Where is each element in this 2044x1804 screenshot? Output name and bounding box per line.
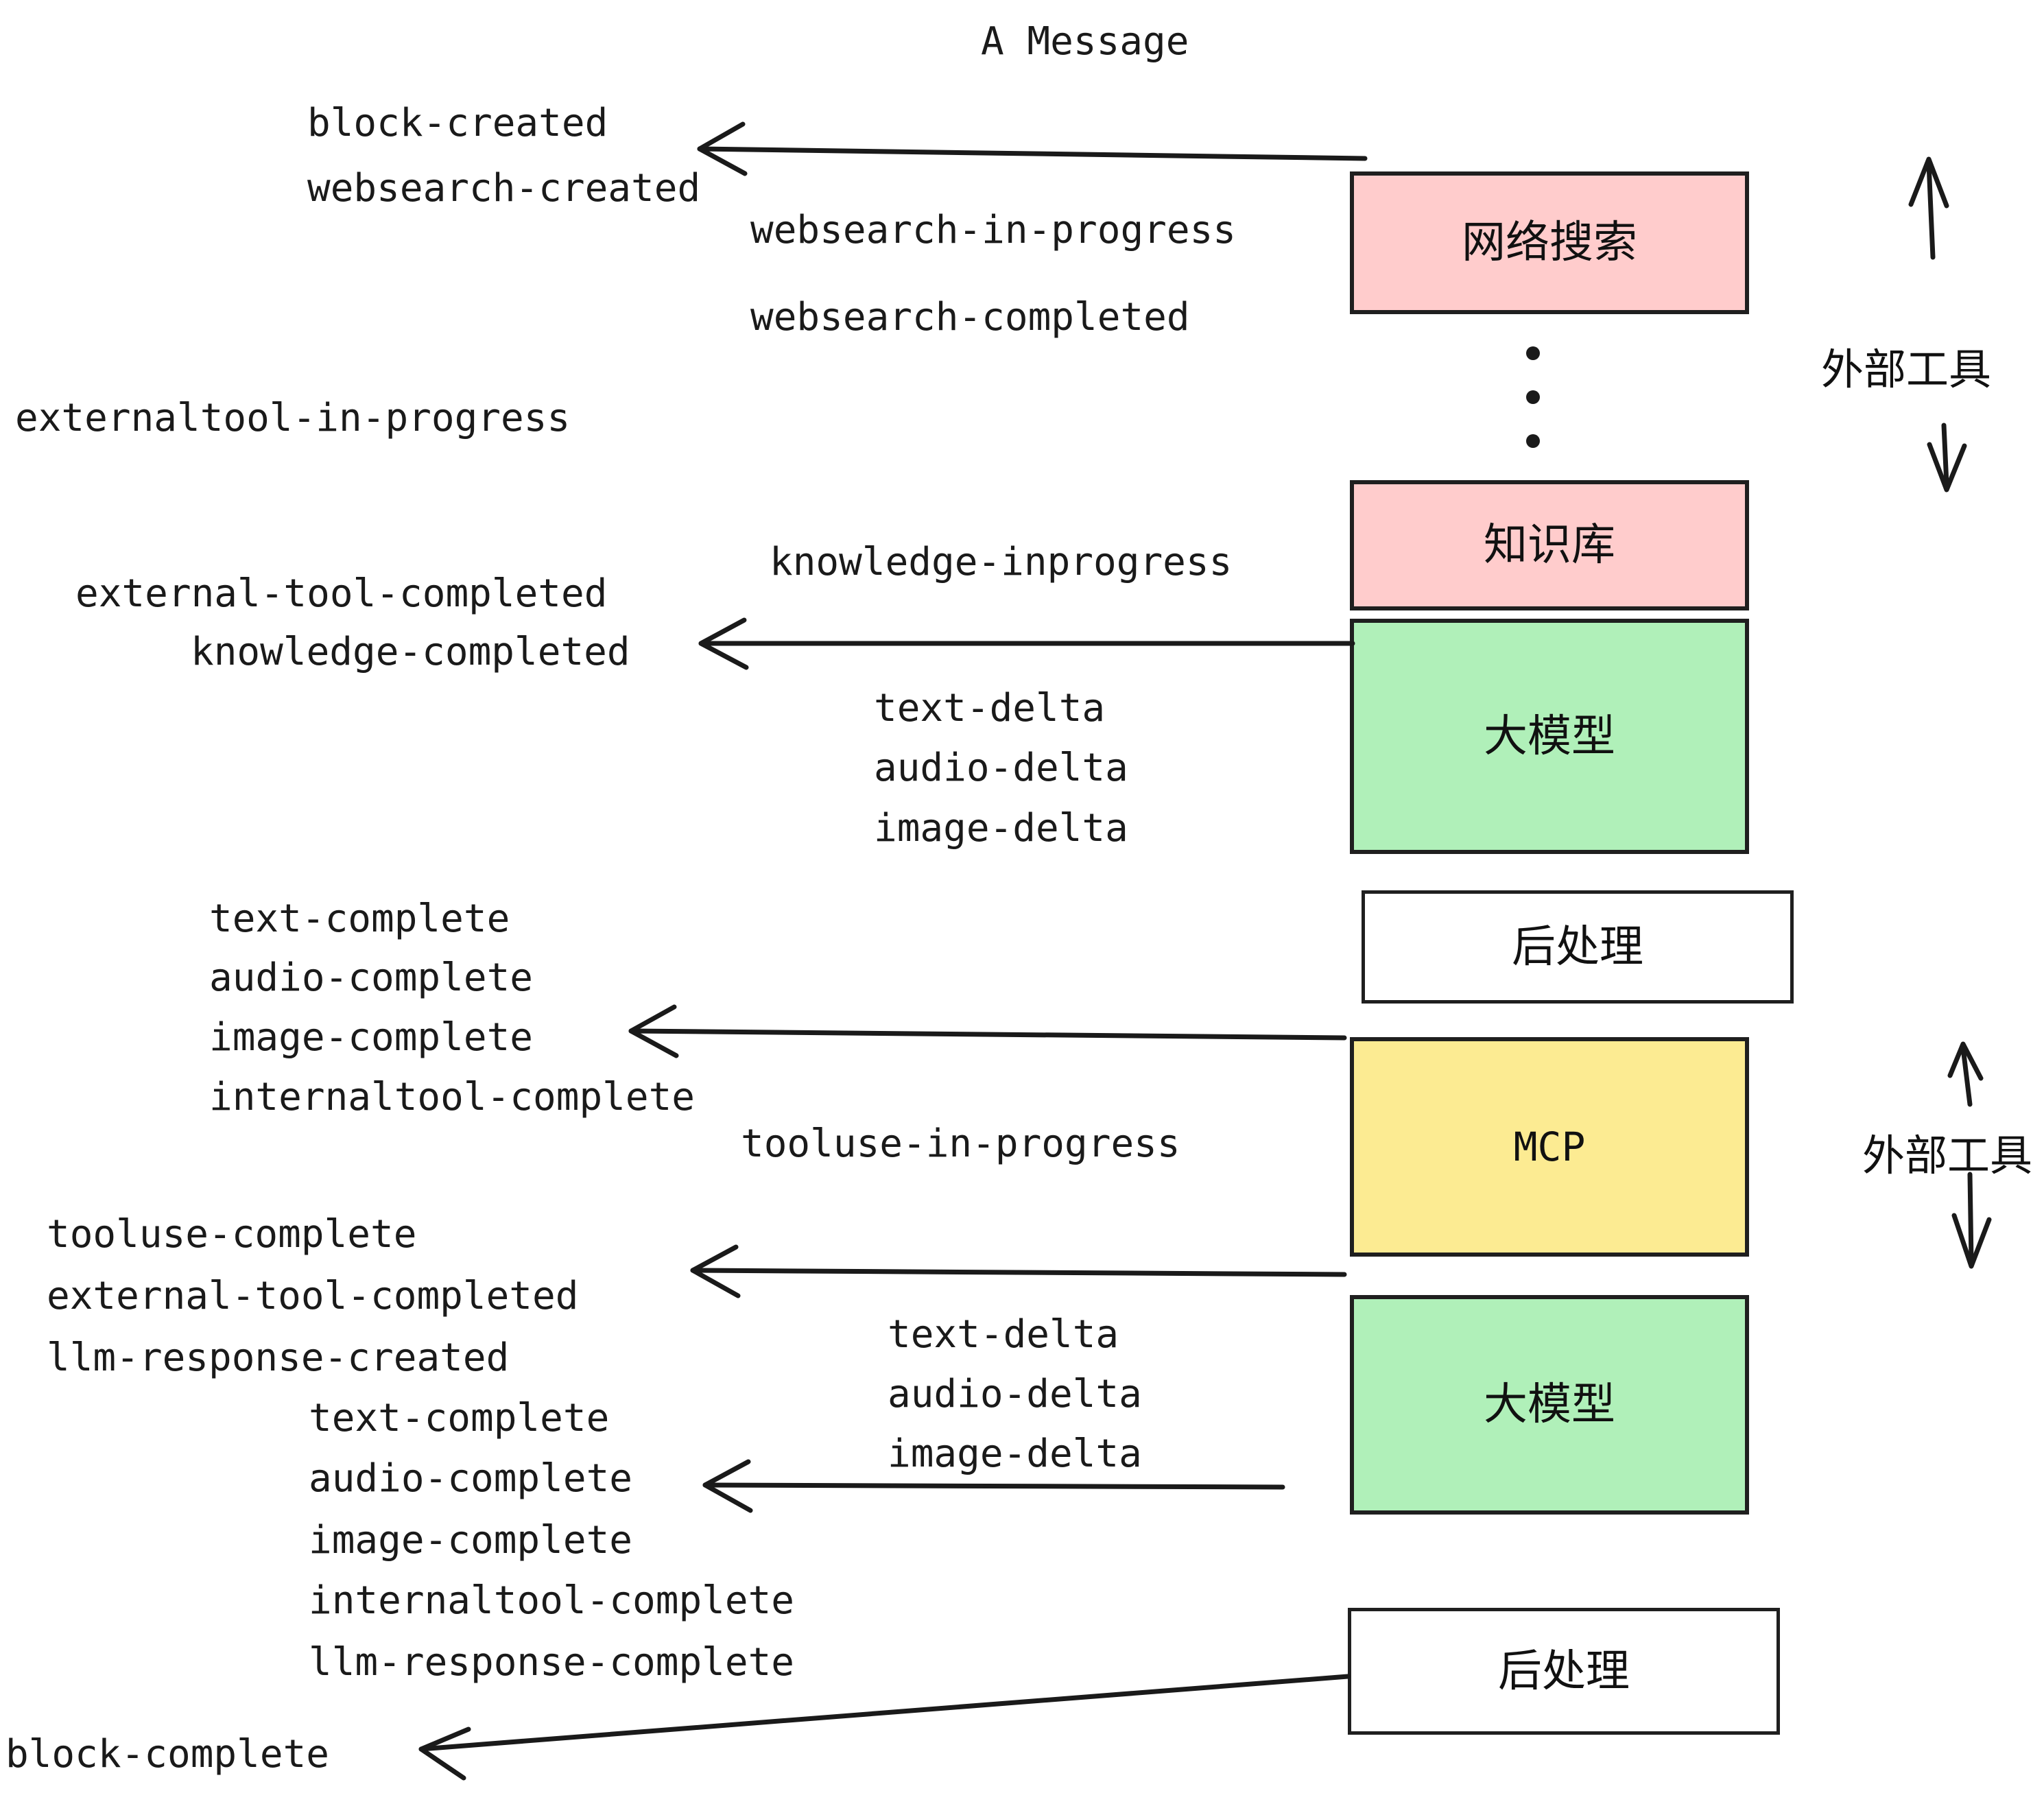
event-label-audio-delta-2: audio-delta [888, 1372, 1142, 1416]
event-label-websearch-created: websearch-created [307, 166, 701, 211]
event-label-websearch-completed: websearch-completed [750, 295, 1190, 340]
node-mcp-label: MCP [1513, 1124, 1586, 1170]
group-label-external-tools-bottom: 外部工具 [1862, 1130, 2033, 1180]
node-postprocess-2[interactable]: 后处理 [1348, 1608, 1780, 1735]
node-llm-2[interactable]: 大模型 [1350, 1295, 1749, 1515]
event-label-image-complete-1: image-complete [209, 1015, 534, 1060]
event-label-internaltool-complete-1: internaltool-complete [209, 1075, 696, 1119]
node-postprocess-2-label: 后处理 [1498, 1646, 1630, 1697]
arrow-postprocess1-to-image-complete [628, 1004, 1347, 1058]
node-websearch-label: 网络搜索 [1462, 217, 1637, 268]
node-knowledgebase-label: 知识库 [1484, 520, 1615, 571]
node-knowledgebase[interactable]: 知识库 [1350, 480, 1749, 610]
event-label-websearch-in-progress: websearch-in-progress [750, 208, 1237, 252]
event-label-block-complete: block-complete [5, 1732, 330, 1777]
event-label-block-created: block-created [307, 101, 608, 145]
event-label-text-complete-1: text-complete [209, 897, 510, 941]
vertical-ellipsis-icon [1525, 346, 1541, 448]
event-label-tooluse-in-progress: tooluse-in-progress [741, 1121, 1180, 1166]
event-label-tooluse-complete: tooluse-complete [47, 1212, 417, 1257]
node-postprocess-1[interactable]: 后处理 [1362, 890, 1794, 1004]
arrow-postprocess2-to-block-complete [418, 1674, 1351, 1781]
event-label-llm-response-created: llm-response-created [47, 1336, 510, 1380]
event-label-audio-complete-1: audio-complete [209, 956, 534, 1000]
arrow-websearch-to-created [697, 121, 1368, 176]
event-label-llm-response-complete: llm-response-complete [309, 1640, 795, 1685]
node-postprocess-1-label: 后处理 [1512, 921, 1643, 973]
node-llm-2-label: 大模型 [1484, 1379, 1615, 1430]
arrow-external-tools-top-down [1927, 423, 1967, 492]
event-label-text-delta-1: text-delta [874, 686, 1106, 731]
node-llm-1-label: 大模型 [1484, 711, 1615, 762]
event-label-audio-delta-1: audio-delta [874, 746, 1128, 790]
event-label-image-complete-2: image-complete [309, 1518, 633, 1563]
event-label-image-delta-1: image-delta [874, 806, 1128, 851]
arrow-knowledge-to-completed [698, 617, 1355, 670]
event-label-image-delta-2: image-delta [888, 1432, 1142, 1476]
event-label-text-complete-2: text-complete [309, 1396, 610, 1440]
event-label-knowledge-inprogress: knowledge-inprogress [770, 540, 1233, 584]
node-websearch[interactable]: 网络搜索 [1350, 171, 1749, 314]
event-label-external-tool-completed-2: external-tool-completed [47, 1274, 579, 1318]
event-label-external-tool-completed-1: external-tool-completed [75, 571, 608, 616]
event-label-audio-complete-2: audio-complete [309, 1456, 633, 1501]
group-label-external-tools-top: 外部工具 [1821, 344, 1992, 394]
node-mcp[interactable]: MCP [1350, 1037, 1749, 1257]
event-label-internaltool-complete-2: internaltool-complete [309, 1578, 795, 1623]
arrow-mcp-to-tooluse-complete [690, 1244, 1347, 1298]
event-label-knowledge-completed: knowledge-completed [191, 630, 630, 674]
event-label-externaltool-in-progress: externaltool-in-progress [15, 396, 571, 440]
event-label-text-delta-2: text-delta [888, 1312, 1119, 1357]
node-llm-1[interactable]: 大模型 [1350, 619, 1749, 854]
page-title: A Message [981, 19, 1189, 64]
arrow-external-tools-top-up [1908, 156, 1949, 260]
arrow-external-tools-bottom-down [1951, 1172, 1992, 1269]
arrow-external-tools-bottom-up [1947, 1041, 1984, 1107]
